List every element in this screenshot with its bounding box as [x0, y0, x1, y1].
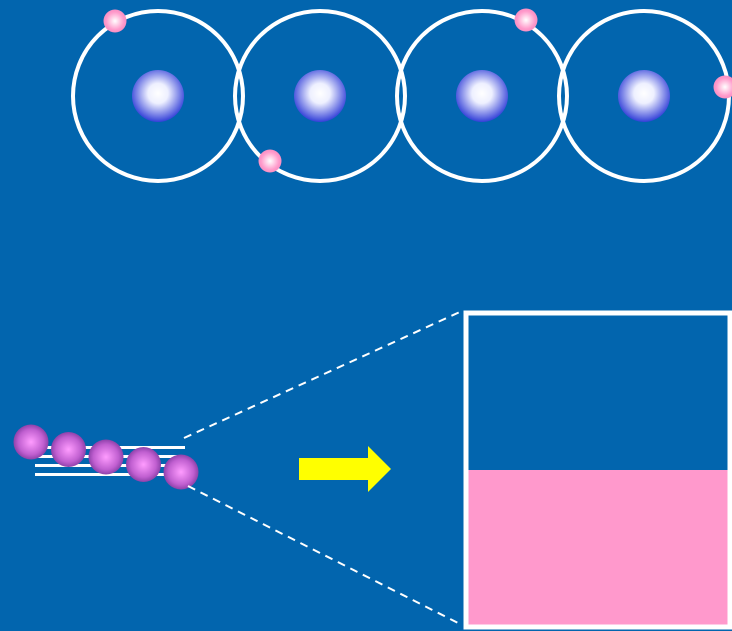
particle	[13, 424, 49, 460]
zoom-panel-frame	[463, 310, 732, 630]
arrow-shape	[299, 446, 391, 492]
particle-chain	[13, 424, 199, 490]
zoom-line-bottom	[187, 485, 463, 626]
orbit-ring	[233, 9, 407, 183]
zoom-panel-lower-region	[466, 470, 730, 627]
layer-stripe	[35, 473, 185, 476]
zoom-panel	[463, 310, 732, 630]
orbit-ring	[71, 9, 245, 183]
particle	[126, 447, 161, 482]
electron	[258, 149, 282, 173]
nucleus	[294, 70, 346, 122]
atom	[557, 9, 732, 183]
atom	[71, 9, 245, 183]
nucleus	[618, 70, 670, 122]
nucleus	[456, 70, 508, 122]
orbit-ring	[395, 9, 569, 183]
electron	[713, 75, 732, 99]
particle	[88, 439, 124, 475]
atom	[395, 8, 569, 183]
zoom-panel-upper-region	[466, 313, 730, 470]
particle	[51, 432, 86, 467]
atom	[233, 9, 407, 183]
nucleus	[132, 70, 184, 122]
electron	[103, 9, 127, 33]
particle	[163, 454, 199, 490]
zoom-guide-lines	[183, 310, 463, 626]
electron	[514, 8, 538, 32]
zoom-line-top	[183, 310, 463, 439]
atom-row	[71, 8, 732, 183]
right-arrow-icon	[299, 446, 391, 492]
